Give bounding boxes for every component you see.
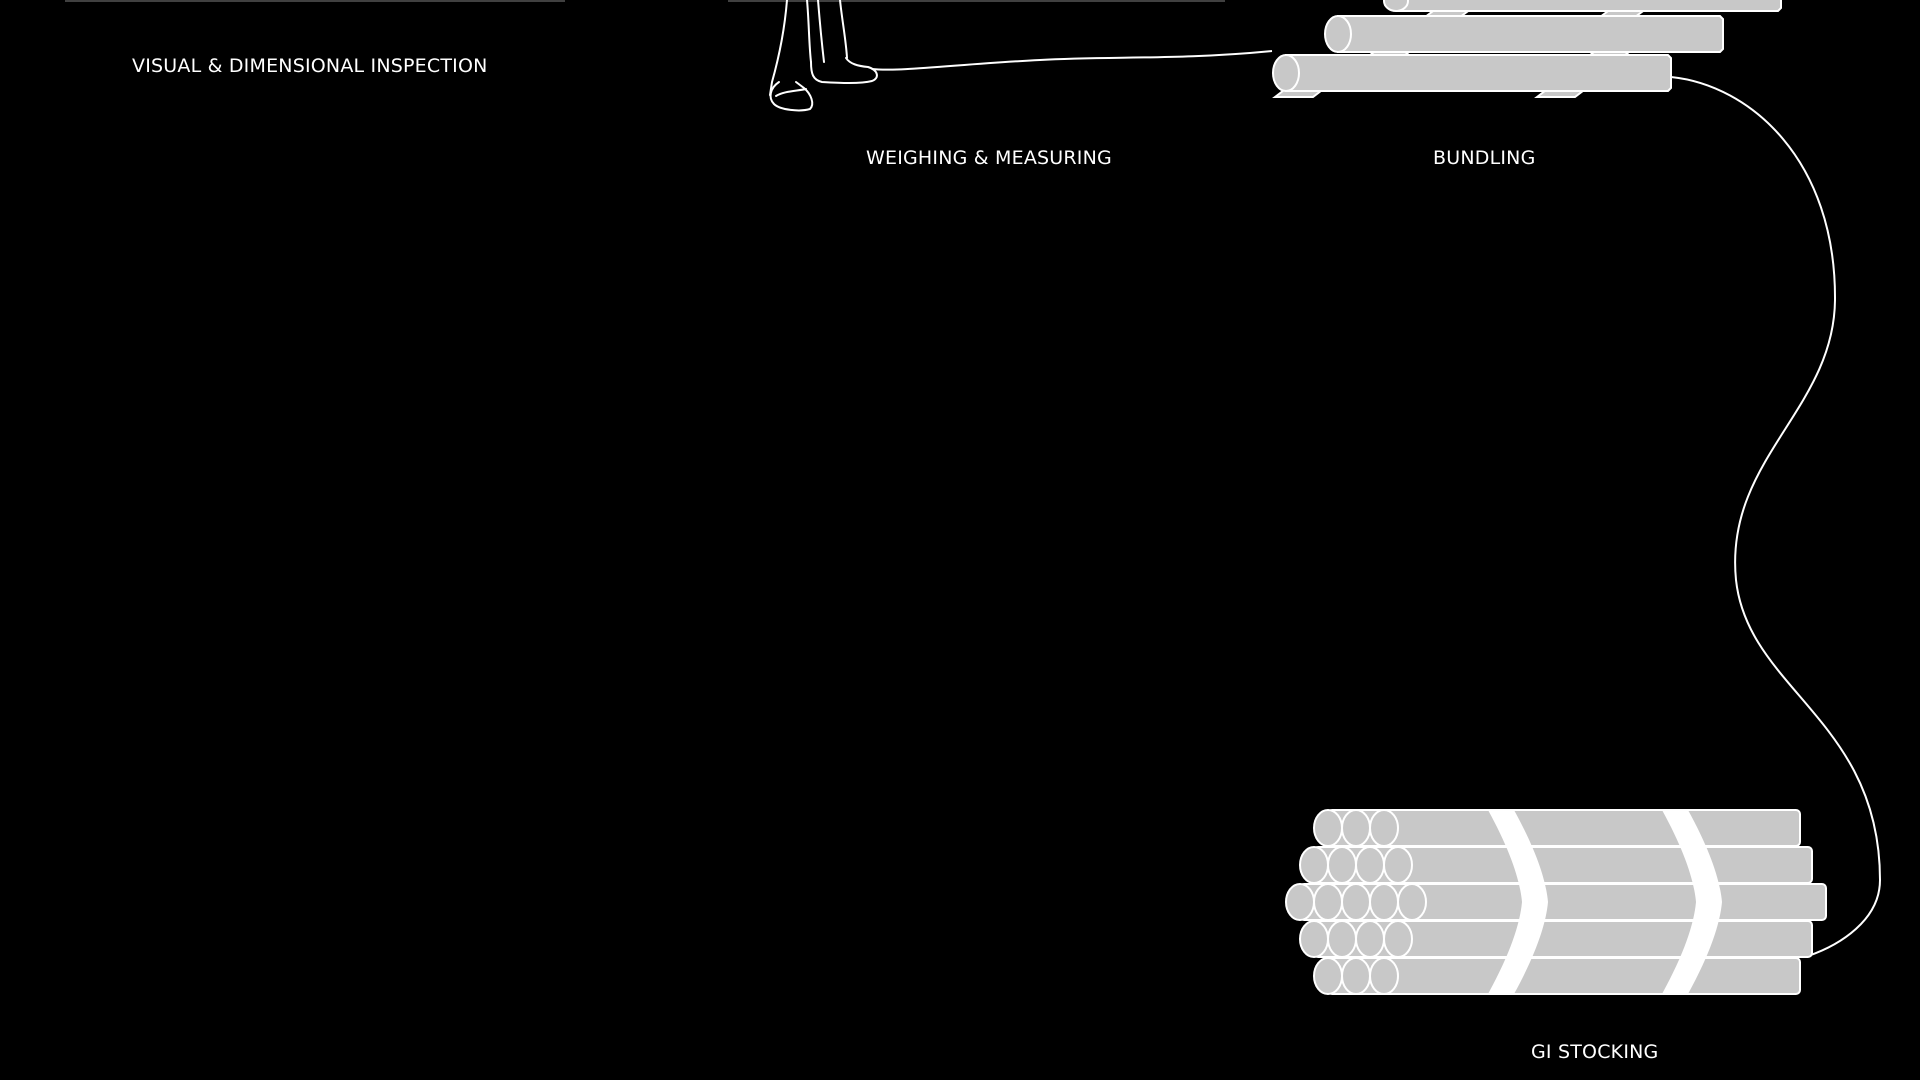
step-label-gi-stocking: GI STOCKING [1531,1041,1659,1063]
step-label-visual-inspection: VISUAL & DIMENSIONAL INSPECTION [132,55,488,77]
bundling-pipes-illustration [1272,0,1782,98]
connector-bundling-to-stocking [1670,76,1882,957]
step-label-bundling: BUNDLING [1433,147,1536,169]
connector-weighing-to-bundling [871,50,1273,71]
step-label-weighing-measuring: WEIGHING & MEASURING [866,147,1112,169]
gi-stocking-bundle-illustration [1285,809,1827,995]
person-legs-illustration [769,0,878,112]
